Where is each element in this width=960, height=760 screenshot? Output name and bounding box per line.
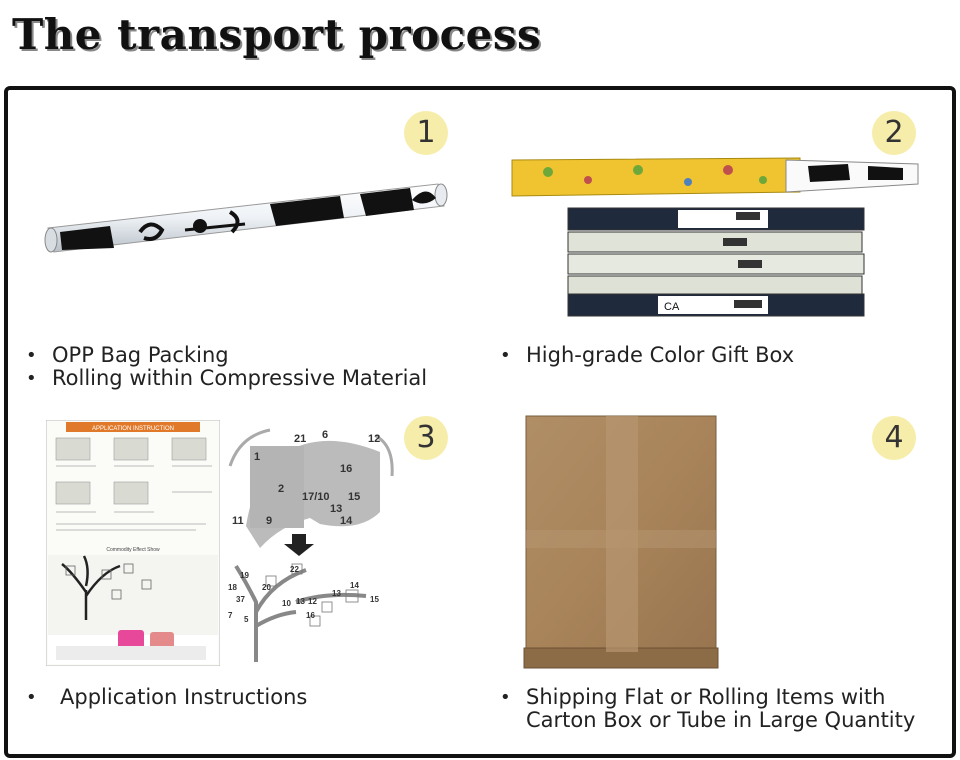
- step-4-badge: 4: [872, 416, 916, 460]
- tree-number: 20: [262, 583, 271, 592]
- tree-number: 18: [228, 583, 237, 592]
- tree-number: 11: [232, 515, 244, 527]
- tree-number: 16: [306, 611, 315, 620]
- box-label: CA: [664, 301, 680, 313]
- bullet-icon: •: [26, 687, 37, 708]
- caption-line: Shipping Flat or Rolling Items with: [526, 685, 886, 709]
- step-4-caption: • Shipping Flat or Rolling Items with Car…: [500, 686, 915, 732]
- step-3-caption: • Application Instructions: [26, 686, 307, 709]
- bullet-icon: •: [500, 345, 511, 366]
- tree-sticker-diagram: 21 6 12 1 16 2 17/10 15 13 14 11 9 22 19…: [226, 426, 396, 670]
- effect-label: Commodity Effect Show: [106, 547, 160, 553]
- gift-box-photo: CA: [508, 150, 920, 325]
- page-title: The transport process: [12, 10, 542, 59]
- sheet-heading: APPLICATION INSTRUCTION: [92, 426, 174, 432]
- tree-number: 7: [228, 611, 233, 620]
- caption-line: Application Instructions: [60, 685, 308, 709]
- step-1-badge: 1: [404, 111, 448, 155]
- tree-number: 13: [330, 503, 342, 515]
- tree-number: 10: [282, 599, 291, 608]
- tree-number: 17/10: [302, 491, 330, 503]
- tree-number: 22: [290, 565, 299, 574]
- caption-line: Rolling within Compressive Material: [52, 366, 428, 390]
- tree-number: 2: [278, 483, 284, 495]
- tree-number: 5: [244, 615, 249, 624]
- tree-number: 6: [322, 429, 328, 441]
- tree-number: 13: [332, 589, 341, 598]
- tree-number: 9: [266, 515, 272, 527]
- tree-number: 19: [240, 571, 249, 580]
- instruction-sheet: APPLICATION INSTRUCTION Commodity Effect…: [46, 420, 220, 666]
- tree-number: 1: [254, 451, 260, 463]
- step-2-badge: 2: [872, 111, 916, 155]
- tree-number: 15: [370, 595, 379, 604]
- tree-number: 21: [294, 433, 306, 445]
- caption-line: High-grade Color Gift Box: [526, 343, 795, 367]
- caption-line: Carton Box or Tube in Large Quantity: [526, 708, 916, 732]
- bullet-icon: •: [26, 345, 37, 366]
- tree-number: 15: [348, 491, 360, 503]
- tree-number: 14: [340, 515, 353, 527]
- step-1-caption: • OPP Bag Packing • Rolling within Compres…: [26, 344, 427, 390]
- tree-number: 37: [236, 595, 245, 604]
- rolled-sticker-photo: [40, 170, 450, 260]
- tree-number: 12: [368, 433, 380, 445]
- tree-number: 14: [350, 581, 359, 590]
- caption-line: OPP Bag Packing: [52, 343, 229, 367]
- carton-box-photo: [518, 410, 722, 672]
- step-2-caption: • High-grade Color Gift Box: [500, 344, 794, 367]
- tree-number: 12: [308, 597, 317, 606]
- bullet-icon: •: [26, 368, 37, 389]
- down-arrow-icon: [284, 534, 314, 556]
- tree-number: 16: [340, 463, 352, 475]
- tree-number: 13: [296, 597, 305, 606]
- step-3-badge: 3: [404, 416, 448, 460]
- bullet-icon: •: [500, 687, 511, 708]
